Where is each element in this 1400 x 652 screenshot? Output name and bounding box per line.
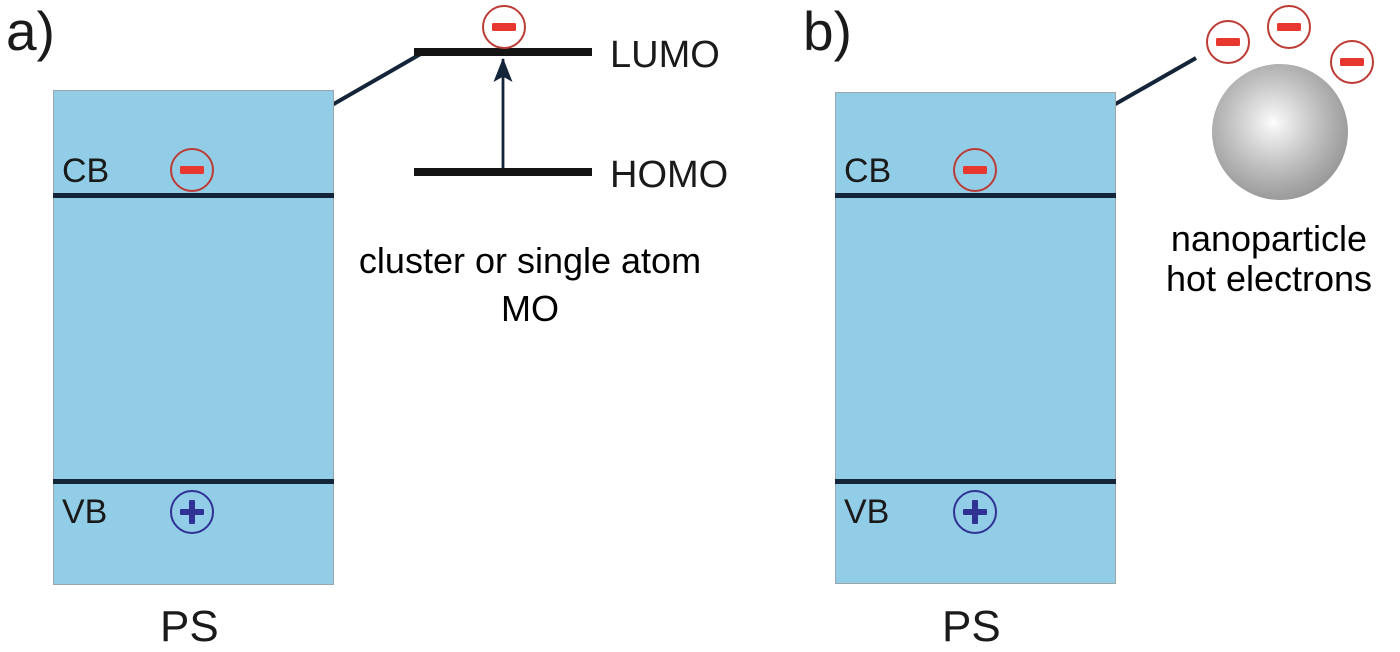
electron-on-lumo: [482, 5, 526, 49]
panel-letter-b: b): [803, 0, 852, 62]
valence-band-label-b: VB: [844, 493, 890, 531]
hole-in-vb-a: [170, 490, 214, 534]
homo-level: [414, 168, 592, 176]
nanoparticle-caption-line-1: nanoparticle: [1170, 218, 1368, 259]
panel-letter-a: a): [6, 0, 55, 62]
valence-band-label-a: VB: [62, 493, 108, 531]
valence-band-edge-a: [53, 479, 334, 484]
electron-in-cb-a: [170, 148, 214, 192]
ps-label-a: PS: [160, 602, 219, 651]
ps-label-b: PS: [942, 602, 1001, 651]
hot-electron-1: [1206, 20, 1250, 64]
mo-caption-line-2: MO: [501, 288, 559, 329]
hole-in-vb-b: [953, 490, 997, 534]
hot-electron-2: [1267, 5, 1311, 49]
lumo-label: LUMO: [610, 34, 720, 76]
lumo-level: [414, 48, 592, 56]
conduction-band-label-b: CB: [844, 152, 892, 190]
mo-caption-line-1: cluster or single atom: [358, 240, 702, 281]
nanoparticle-caption-line-2: hot electrons: [1165, 258, 1373, 299]
nanoparticle-sphere: [1212, 64, 1348, 200]
hot-electron-3: [1330, 40, 1374, 84]
electron-in-cb-b: [953, 148, 997, 192]
homo-label: HOMO: [610, 154, 729, 196]
conduction-band-edge-a: [53, 193, 334, 198]
conduction-band-label-a: CB: [62, 152, 110, 190]
valence-band-edge-b: [835, 479, 1116, 484]
conduction-band-edge-b: [835, 193, 1116, 198]
